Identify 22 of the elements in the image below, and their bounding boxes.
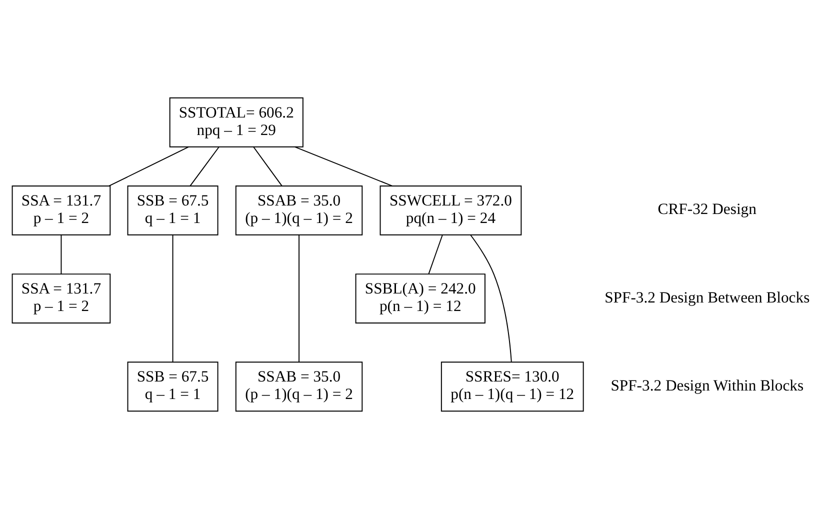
connector: [470, 234, 512, 362]
node-box: SSRES= 130.0 p(n – 1)(q – 1) = 12: [440, 361, 584, 412]
node-box: SSBL(A) = 242.0 p(n – 1) = 12: [355, 273, 486, 323]
node-box: SSA = 131.7 p – 1 = 2: [12, 273, 111, 323]
connector: [253, 146, 282, 186]
connector: [172, 234, 174, 362]
label: SPF-3.2 Design Between Blocks: [604, 288, 810, 306]
node-box: SSB = 67.5 q – 1 = 1: [127, 361, 218, 412]
connector: [60, 234, 62, 274]
node-box: SSAB = 35.0 (p – 1)(q – 1) = 2: [235, 361, 363, 412]
connector: [428, 234, 443, 274]
node-box: SSB = 67.5 q – 1 = 1: [127, 185, 218, 235]
connector: [298, 234, 300, 362]
label: SPF-3.2 Design Within Blocks: [610, 376, 804, 394]
node-box: SSTOTAL= 606.2 npq – 1 = 29: [169, 96, 304, 147]
connector: [108, 146, 190, 186]
node-box: SSWCELL = 372.0 pq(n – 1) = 24: [380, 185, 522, 235]
label: CRF-32 Design: [658, 200, 756, 218]
connector: [294, 146, 393, 186]
node-box: SSA = 131.7 p – 1 = 2: [12, 185, 111, 235]
connector: [190, 146, 220, 186]
node-box: SSAB = 35.0 (p – 1)(q – 1) = 2: [235, 185, 363, 235]
